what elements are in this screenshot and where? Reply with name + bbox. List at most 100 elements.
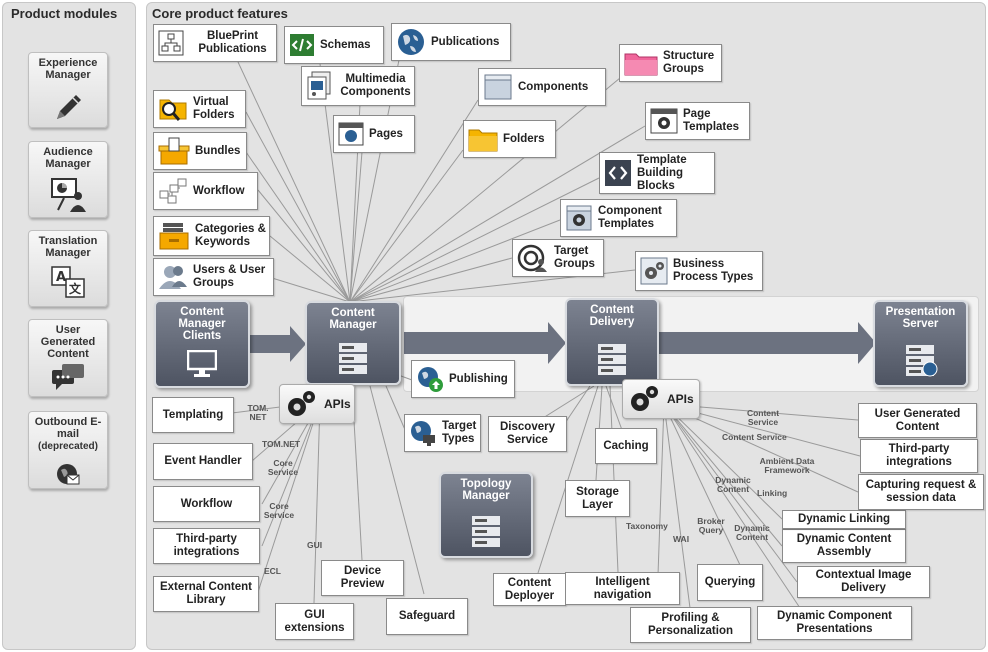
module-label: User Generated Content (40, 324, 96, 360)
categories-drawer-icon (158, 221, 190, 251)
node-component-templates[interactable]: Component Templates (560, 199, 677, 237)
module-label: Outbound E-mail (34, 416, 102, 440)
edge-label-linking: Linking (757, 488, 788, 498)
node-device-preview[interactable]: Device Preview (321, 560, 404, 596)
workflow-icon (158, 177, 188, 205)
node-discovery-service[interactable]: Discovery Service (488, 416, 567, 452)
pink-folder-icon (624, 50, 658, 76)
cm-apis-box[interactable]: APIs (279, 384, 355, 424)
node-categories-keywords[interactable]: Categories & Keywords (153, 216, 270, 256)
gears-icon (284, 389, 318, 419)
edge-label-core-service: Core Service (263, 501, 295, 520)
node-intelligent-navigation[interactable]: Intelligent navigation (565, 572, 680, 605)
folder-icon (468, 126, 498, 152)
multimedia-icon (306, 71, 332, 101)
component-template-gear-icon (565, 204, 593, 232)
schema-code-icon (289, 33, 315, 57)
folder-search-icon (158, 95, 188, 123)
node-target-groups[interactable]: Target Groups (512, 239, 604, 277)
edge-label-taxonomy: Taxonomy (626, 521, 668, 531)
node-schemas[interactable]: Schemas (284, 26, 384, 64)
node-caching[interactable]: Caching (595, 428, 657, 464)
server-content-delivery[interactable]: Content Delivery (565, 298, 659, 386)
node-components[interactable]: Components (478, 68, 606, 106)
target-groups-icon (517, 243, 549, 273)
node-blueprint-publications[interactable]: BluePrint Publications (153, 24, 277, 62)
node-third-party-cm[interactable]: Third-party integrations (153, 528, 260, 564)
node-templating[interactable]: Templating (152, 397, 234, 433)
edge-label-dynamic-content: Dynamic Content (734, 523, 770, 542)
server-presentation-server[interactable]: Presentation Server (873, 300, 968, 387)
node-workflow-api[interactable]: Workflow (153, 486, 260, 522)
node-page-templates[interactable]: Page Templates (645, 102, 750, 140)
server-cm-clients[interactable]: Content Manager Clients (154, 300, 250, 388)
node-business-process-types[interactable]: Business Process Types (635, 251, 763, 291)
node-pages[interactable]: Pages (333, 115, 415, 153)
svg-text:A: A (56, 270, 66, 285)
module-sublabel: (deprecated) (37, 441, 98, 452)
node-dynamic-content-assembly[interactable]: Dynamic Content Assembly (782, 529, 906, 563)
module-audience-manager[interactable]: Audience Manager (28, 141, 108, 218)
node-profiling-personalization[interactable]: Profiling & Personalization (630, 607, 751, 643)
pencil-icon (29, 91, 107, 126)
product-modules-title: Product modules (11, 6, 118, 21)
edge-label-core-service: Core Service (267, 458, 299, 477)
edge-label-tom-net: TOM.NET (262, 439, 301, 449)
node-target-types[interactable]: Target Types (404, 414, 481, 452)
node-external-content-library[interactable]: External Content Library (153, 576, 259, 612)
business-process-gears-icon (640, 257, 668, 285)
cd-apis-box[interactable]: APIs (622, 379, 700, 419)
node-safeguard[interactable]: Safeguard (386, 598, 468, 635)
node-contextual-image-delivery[interactable]: Contextual Image Delivery (797, 566, 930, 598)
server-content-manager[interactable]: Content Manager (305, 301, 401, 385)
node-gui-extensions[interactable]: GUI extensions (275, 603, 354, 640)
svg-text:文: 文 (69, 281, 82, 296)
node-users-groups[interactable]: Users & User Groups (153, 258, 274, 296)
edge-label-tom-net: TOM. NET (247, 403, 269, 422)
edge-label-broker-query: Broker Query (697, 516, 725, 535)
node-publications[interactable]: Publications (391, 23, 511, 61)
server-rack-icon (567, 342, 657, 376)
globe-upload-icon (416, 365, 444, 393)
node-template-building-blocks[interactable]: Template Building Blocks (599, 152, 715, 194)
node-storage-layer[interactable]: Storage Layer (565, 480, 630, 517)
module-outbound-email[interactable]: Outbound E-mail (deprecated) (28, 411, 108, 489)
module-experience-manager[interactable]: Experience Manager (28, 52, 108, 128)
presentation-icon (29, 176, 107, 217)
chat-bubbles-icon (29, 362, 107, 395)
module-label: Experience Manager (38, 57, 98, 81)
core-features-title: Core product features (152, 6, 288, 21)
edge-label-wai: WAI (673, 534, 690, 544)
node-querying[interactable]: Querying (697, 564, 763, 601)
node-virtual-folders[interactable]: Virtual Folders (153, 90, 246, 128)
node-folders[interactable]: Folders (463, 120, 556, 158)
node-content-deployer[interactable]: Content Deployer (493, 573, 566, 606)
node-third-party-cd[interactable]: Third-party integrations (860, 439, 978, 473)
edge-label-ambient-data-framework: Ambient Data Framework (759, 456, 815, 475)
globe-mail-icon (29, 462, 107, 489)
module-user-generated-content[interactable]: User Generated Content (28, 319, 108, 397)
node-capturing-request[interactable]: Capturing request & session data (858, 474, 984, 510)
node-dynamic-component-presentations[interactable]: Dynamic Component Presentations (757, 606, 912, 640)
node-publishing[interactable]: Publishing (411, 360, 515, 398)
node-user-generated-content[interactable]: User Generated Content (858, 403, 977, 438)
node-workflow[interactable]: Workflow (153, 172, 258, 210)
code-block-icon (604, 159, 632, 187)
users-icon (158, 263, 188, 291)
node-event-handler[interactable]: Event Handler (153, 443, 253, 480)
edge-label-ecl: ECL (264, 566, 281, 576)
edge-label-gui: GUI (307, 540, 323, 550)
node-structure-groups[interactable]: Structure Groups (619, 44, 722, 82)
server-topology-manager[interactable]: Topology Manager (439, 472, 533, 558)
bundle-box-icon (158, 137, 190, 165)
globe-monitor-icon (409, 419, 437, 447)
monitor-icon (156, 350, 248, 378)
module-label: Audience Manager (43, 146, 93, 170)
node-bundles[interactable]: Bundles (153, 132, 247, 170)
node-dynamic-linking[interactable]: Dynamic Linking (782, 510, 906, 529)
blueprint-icon (158, 30, 184, 56)
server-rack-icon (441, 514, 531, 548)
node-multimedia-components[interactable]: Multimedia Components (301, 66, 415, 106)
